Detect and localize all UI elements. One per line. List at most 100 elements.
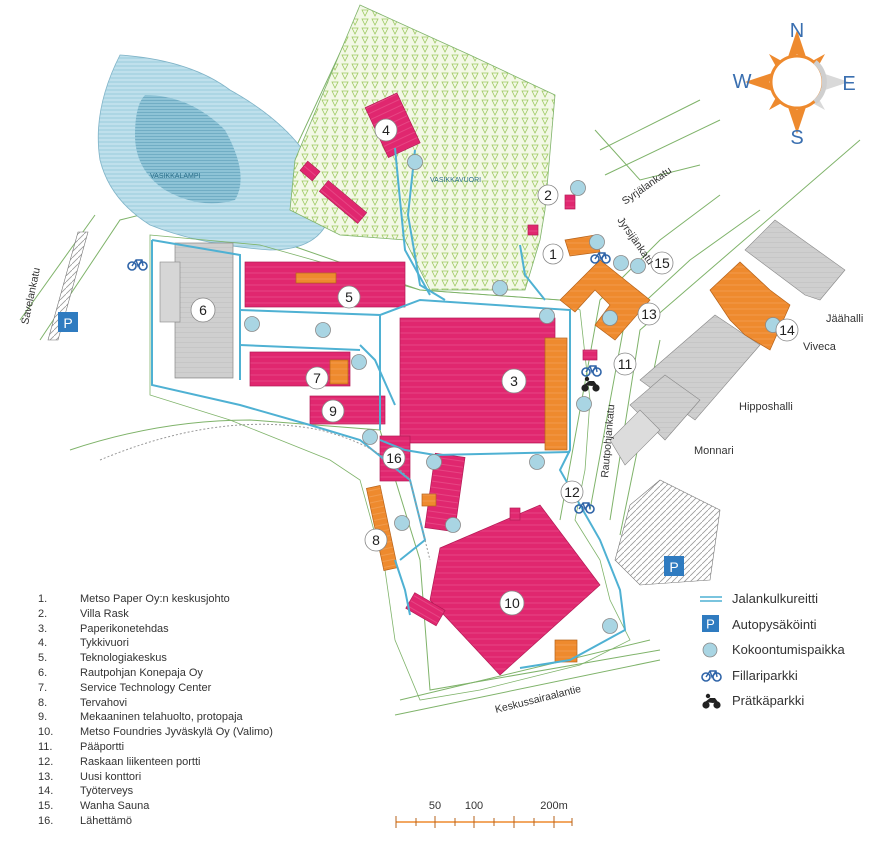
label-viveca: Viveca <box>803 341 837 353</box>
legend-label: Tykkivuori <box>80 637 129 650</box>
bicycle-icon <box>127 259 148 271</box>
assembly-point-icon <box>570 180 586 196</box>
legend-item: 15. Wanha Sauna <box>38 799 273 814</box>
marker-14: 14 <box>779 322 795 338</box>
legend-number: 1. <box>38 593 48 605</box>
compass-n: N <box>790 20 804 42</box>
legend-number: 6. <box>38 666 48 679</box>
assembly-point-icon <box>613 255 629 271</box>
legend-number: 11. <box>38 740 53 753</box>
legend-label: Pääportti <box>80 740 125 753</box>
legend-item: 9.Mekaaninen telahuolto, protopaja <box>38 710 273 725</box>
legend-label: Työterveys <box>80 785 134 798</box>
legend-label: Paperikonetehdas <box>80 622 169 635</box>
legend-number: 10. <box>38 726 54 739</box>
legend-item: 10. Metso Foundries Jyväskylä Oy (Valimo) <box>38 725 273 740</box>
compass-w: W <box>733 71 752 93</box>
marker-6: 6 <box>199 302 207 318</box>
symbol-legend-row: Kokoontumispaikka <box>698 637 845 663</box>
building-6 <box>159 242 234 379</box>
marker-15: 15 <box>654 255 670 271</box>
legend-label: Service Technology Center <box>80 681 212 694</box>
marker-13: 13 <box>641 306 657 322</box>
marker-11: 11 <box>618 356 633 372</box>
symbol-legend-row: P Autopysäköinti <box>698 612 845 638</box>
legend-item: 1. Metso Paper Oy:n keskusjohto <box>38 592 273 607</box>
motorcycle-icon <box>581 376 600 392</box>
legend-item: 16. Lähettämö <box>38 814 273 829</box>
marker-12: 12 <box>564 484 580 500</box>
building-number-markers: 1 2 3 4 5 6 7 8 9 10 11 12 13 14 15 16 <box>190 118 799 616</box>
street-savelankatu: Savelankatu <box>19 266 43 325</box>
parking-lot-west: P <box>47 231 89 341</box>
place-labels: Jäähalli Viveca Hipposhalli Monnari <box>694 313 863 457</box>
legend-item: 13. Uusi konttori <box>38 770 273 785</box>
parking-icon: P <box>669 559 678 575</box>
assembly-point-icon <box>698 641 732 659</box>
label-hipposhalli: Hipposhalli <box>739 401 793 413</box>
scale-bar: 50 100 200m <box>392 800 578 830</box>
marker-4: 4 <box>382 122 390 138</box>
street-syrjalankatu: Syrjälankatu <box>620 164 674 207</box>
legend-item: 5. Teknologiakeskus <box>38 651 273 666</box>
assembly-point-icon <box>539 308 555 324</box>
legend-label: Lähettämö <box>80 814 132 827</box>
legend-number: 4. <box>38 637 48 650</box>
legend-number: 13. <box>38 770 54 783</box>
compass-e: E <box>842 73 855 95</box>
neighbour-buildings <box>609 219 846 466</box>
symbol-legend-label: Jalankulkureitti <box>732 591 818 607</box>
assembly-point-icon <box>529 454 545 470</box>
scale-label: 100 <box>464 800 484 812</box>
legend-number: 9. <box>38 711 48 724</box>
marker-8: 8 <box>372 532 380 548</box>
symbol-legend-row: Fillariparkki <box>698 663 845 689</box>
legend-item: 3.Paperikonetehdas <box>38 622 273 637</box>
marker-16: 16 <box>386 450 402 466</box>
legend-label: Uusi konttori <box>80 770 142 783</box>
legend-label: Metso Paper Oy:n keskusjohto <box>80 593 230 605</box>
symbol-legend-label: Prätkäparkki <box>732 693 805 709</box>
marker-5: 5 <box>345 289 353 305</box>
motorcycle-icon <box>698 692 732 710</box>
compass-s: S <box>790 127 803 149</box>
assembly-point-icon <box>362 429 378 445</box>
legend-item: 11. Pääportti <box>38 740 273 755</box>
parking-glyph: P <box>706 617 715 632</box>
building-legend: 1. Metso Paper Oy:n keskusjohto 2.Villa R… <box>38 592 273 829</box>
compass-rose: N E S W <box>733 20 856 149</box>
assembly-point-icon <box>602 310 618 326</box>
assembly-point-icon <box>492 280 508 296</box>
lake-label: VASIKKALAMPI <box>150 173 201 180</box>
parking-icon: P <box>698 615 732 633</box>
marker-7: 7 <box>313 370 321 386</box>
parking-lot-south: P <box>614 479 721 586</box>
hill-label: VASIKKAVUORI <box>430 177 481 184</box>
symbol-legend: Jalankulkureitti P Autopysäköinti Kokoon… <box>698 586 845 714</box>
legend-number: 5. <box>38 652 48 665</box>
legend-item: 2.Villa Rask <box>38 607 273 622</box>
assembly-point-icon <box>445 517 461 533</box>
legend-number: 15. <box>38 800 54 813</box>
legend-number: 16. <box>38 814 54 827</box>
legend-label: Teknologiakeskus <box>80 652 167 665</box>
legend-item: 6.Rautpohjan Konepaja Oy <box>38 666 273 681</box>
label-monnari: Monnari <box>694 445 734 457</box>
legend-label: Metso Foundries Jyväskylä Oy (Valimo) <box>80 726 273 739</box>
marker-10: 10 <box>504 595 520 611</box>
assembly-point-icon <box>576 396 592 412</box>
marker-2: 2 <box>544 187 552 203</box>
scale-label: 50 <box>428 800 442 812</box>
forest-area: VASIKKAVUORI <box>289 4 556 291</box>
legend-label: Raskaan liikenteen portti <box>80 755 201 768</box>
legend-item: 12.Raskaan liikenteen portti <box>38 755 273 770</box>
legend-item: 8.Tervahovi <box>38 696 273 711</box>
label-jaahalli: Jäähalli <box>826 313 863 325</box>
legend-label: Villa Rask <box>80 607 129 620</box>
marker-9: 9 <box>329 403 337 419</box>
legend-label: Wanha Sauna <box>80 800 150 813</box>
legend-item: 14.Työterveys <box>38 784 273 799</box>
assembly-point-icon <box>351 354 367 370</box>
assembly-point-icon <box>407 154 423 170</box>
assembly-point-icon <box>315 322 331 338</box>
